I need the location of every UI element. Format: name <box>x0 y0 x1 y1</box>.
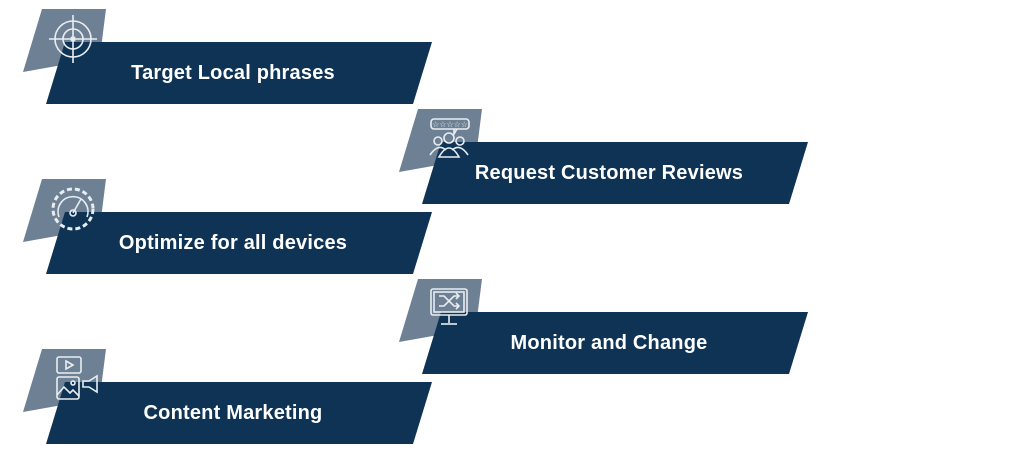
step-item: Monitor and Change <box>399 279 808 374</box>
step-shape <box>399 109 808 204</box>
monitor-shuffle-icon <box>430 288 468 325</box>
step-item: ☆☆☆☆☆ Request Customer Reviews <box>399 109 808 204</box>
step-banner <box>422 312 808 374</box>
content-media-icon <box>56 356 98 400</box>
step-label: Request Customer Reviews <box>474 161 744 184</box>
svg-text:☆☆☆☆☆: ☆☆☆☆☆ <box>432 120 468 129</box>
step-banner <box>422 142 808 204</box>
step-item: Content Marketing <box>23 349 432 444</box>
step-label: Optimize for all devices <box>118 231 348 254</box>
step-shape <box>23 349 432 444</box>
step-banner <box>46 42 432 104</box>
step-banner <box>46 382 432 444</box>
step-item: Optimize for all devices <box>23 179 432 274</box>
step-label: Content Marketing <box>143 401 323 424</box>
step-label: Monitor and Change <box>510 331 708 354</box>
step-label: Target Local phrases <box>131 61 335 84</box>
speed-gear-icon <box>51 187 95 231</box>
customer-reviews-icon: ☆☆☆☆☆ <box>429 118 470 158</box>
target-icon <box>49 15 97 63</box>
step-banner <box>46 212 432 274</box>
step-shape <box>399 279 808 374</box>
step-item: Target Local phrases <box>23 9 432 104</box>
